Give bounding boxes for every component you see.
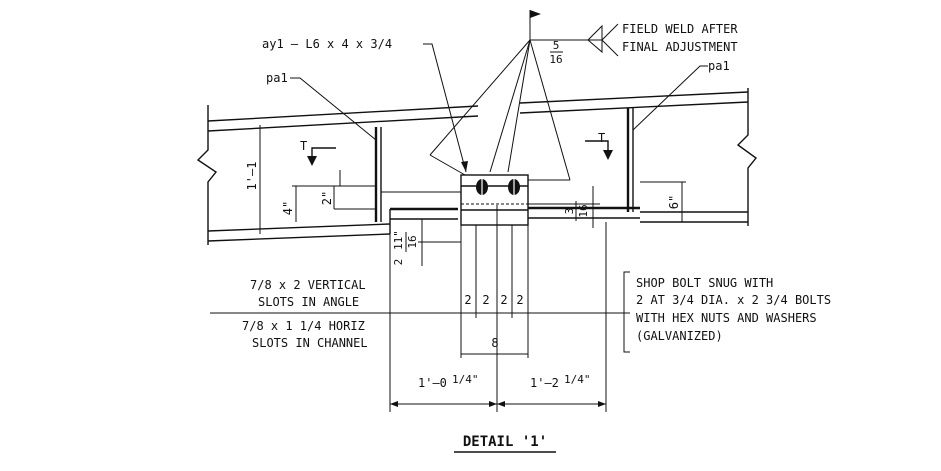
dim-right-1-2-1-4: 1'–2 1/4" [530,373,591,390]
field-weld-note-line2: FINAL ADJUSTMENT [622,40,738,54]
field-weld-note-line1: FIELD WELD AFTER [622,22,738,36]
svg-text:1'–1: 1'–1 [245,162,259,191]
shop-bolt-line3: WITH HEX NUTS AND WASHERS [636,311,817,325]
right-beam [519,88,758,226]
shop-bolt-line1: SHOP BOLT SNUG WITH [636,276,773,290]
bolt-spacing-row: 2 2 2 2 [464,293,523,307]
svg-text:16: 16 [577,204,590,217]
vert-slots-line1: 7/8 x 2 VERTICAL [250,278,366,292]
svg-text:2": 2" [320,191,334,205]
weld-size-fraction: 5 16 [549,39,563,66]
section-marker-left: T [300,139,336,166]
svg-text:1/4": 1/4" [564,373,591,386]
dim-3-16: 3 16 [528,186,600,228]
svg-text:3: 3 [563,208,576,215]
pa1-left-leader [290,77,377,141]
shop-bolt-line2: 2 AT 3/4 DIA. x 2 3/4 BOLTS [636,293,831,307]
pa1-left-label: pa1 [266,71,288,85]
angle-callout: ay1 – L6 x 4 x 3/4 [262,37,392,51]
svg-text:1'–2: 1'–2 [530,376,559,390]
dim-2-11-16: 2 11" 16 [392,219,461,266]
dim-1-1: 1'–1 [245,125,261,234]
stiffener-pa1-left [374,127,382,222]
svg-text:4": 4" [281,201,295,215]
weld-size-den: 16 [549,53,562,66]
bolt-left [476,178,488,196]
channel-seat [389,206,640,234]
svg-text:11": 11" [392,230,405,250]
bolt-spacing-1: 2 [464,293,471,307]
pa1-right-leader [632,65,708,131]
bolt-spacing-3: 2 [500,293,507,307]
dim-8: 8 [461,336,528,355]
weld-leader [429,10,619,181]
weld-size-num: 5 [553,39,560,52]
left-beam [196,105,479,245]
shop-bolt-line4: (GALVANIZED) [636,329,723,343]
svg-text:T: T [300,139,307,153]
angle-callout-leader [423,43,467,173]
svg-text:1'–0: 1'–0 [418,376,447,390]
dim-2: 2" [320,170,461,210]
svg-text:1/4": 1/4" [452,373,479,386]
horiz-slots-line1: 7/8 x 1 1/4 HORIZ [242,319,365,333]
bolt-gauge-lines [460,205,529,412]
svg-text:2: 2 [392,259,405,266]
pa1-right-label: pa1 [708,59,730,73]
shop-bolt-note: SHOP BOLT SNUG WITH 2 AT 3/4 DIA. x 2 3/… [623,271,831,353]
dim-6: 6" [640,181,686,222]
detail-title: DETAIL '1' [463,434,547,450]
stiffener-pa1-right [626,108,634,212]
svg-text:8: 8 [491,336,498,350]
horiz-slots-line2: SLOTS IN CHANNEL [252,336,368,350]
bolt-right [508,178,520,196]
vert-slots-line2: SLOTS IN ANGLE [258,295,359,309]
bolt-spacing-4: 2 [516,293,523,307]
slot-notes: 7/8 x 2 VERTICAL SLOTS IN ANGLE 7/8 x 1 … [210,278,630,350]
dim-bottom-overall [389,222,607,412]
section-marker-right: T [585,131,613,160]
bolt-spacing-2: 2 [482,293,489,307]
connection-angle [460,174,529,226]
svg-text:T: T [598,131,605,145]
svg-text:16: 16 [406,235,419,248]
svg-text:6": 6" [667,195,681,209]
dim-left-1-0-1-4: 1'–0 1/4" [418,373,479,390]
